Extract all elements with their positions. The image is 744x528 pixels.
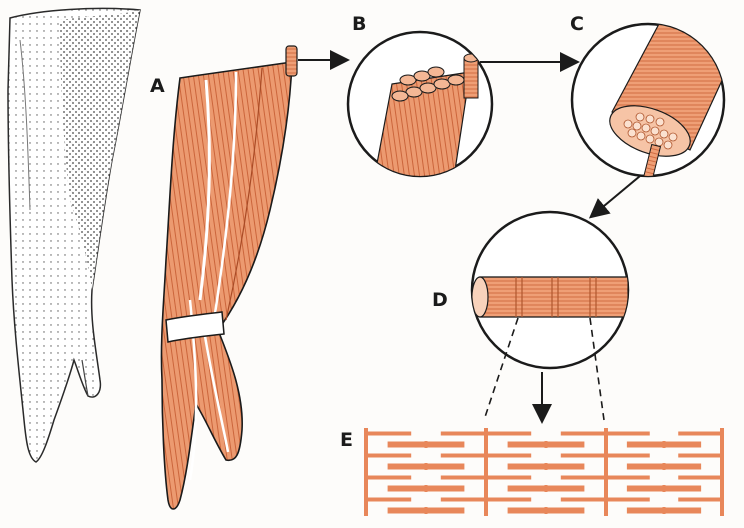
m-line-segment	[545, 463, 548, 470]
z-disc	[604, 428, 608, 516]
thin-filament	[678, 498, 720, 502]
label-e: E	[340, 429, 353, 451]
thin-filament	[441, 476, 484, 480]
m-line-segment	[545, 485, 548, 492]
thin-filament	[488, 476, 531, 480]
m-line-segment	[425, 485, 428, 492]
m-line-segment	[425, 463, 428, 470]
m-line-segment	[663, 507, 666, 514]
thin-filament	[608, 432, 650, 436]
thin-filament	[488, 498, 531, 502]
label-b: B	[352, 13, 366, 35]
z-disc	[484, 428, 488, 516]
thin-filament	[441, 454, 484, 458]
thin-filament	[441, 432, 484, 436]
m-line-segment	[425, 507, 428, 514]
z-disc	[364, 428, 368, 516]
label-c: C	[570, 13, 584, 35]
thin-filament	[561, 476, 604, 480]
thin-filament	[678, 476, 720, 480]
thin-filament	[488, 454, 531, 458]
z-disc	[720, 428, 724, 516]
thin-filament	[441, 498, 484, 502]
myofibril-circle	[472, 212, 628, 368]
thin-filament	[368, 498, 411, 502]
forearm-muscle-illustration	[161, 46, 297, 509]
thin-filament	[561, 454, 604, 458]
arrow-icon	[592, 176, 640, 216]
m-line-segment	[663, 463, 666, 470]
thin-filament	[678, 432, 720, 436]
thin-filament	[488, 432, 531, 436]
muscle-fiber-circle	[572, 22, 736, 180]
thin-filament	[561, 498, 604, 502]
thin-filament	[608, 498, 650, 502]
thin-filament	[608, 476, 650, 480]
sarcomere-filaments	[364, 428, 724, 516]
thin-filament	[678, 454, 720, 458]
label-d: D	[432, 289, 448, 311]
thin-filament	[368, 476, 411, 480]
thin-filament	[561, 432, 604, 436]
m-line-segment	[425, 441, 428, 448]
thin-filament	[368, 454, 411, 458]
thin-filament	[608, 454, 650, 458]
m-line-segment	[545, 507, 548, 514]
label-a: A	[150, 75, 165, 97]
m-line-segment	[663, 485, 666, 492]
m-line-segment	[545, 441, 548, 448]
m-line-segment	[663, 441, 666, 448]
forearm-skin-illustration	[8, 8, 140, 462]
thin-filament	[368, 432, 411, 436]
fascicle-bundle-circle	[348, 32, 492, 190]
